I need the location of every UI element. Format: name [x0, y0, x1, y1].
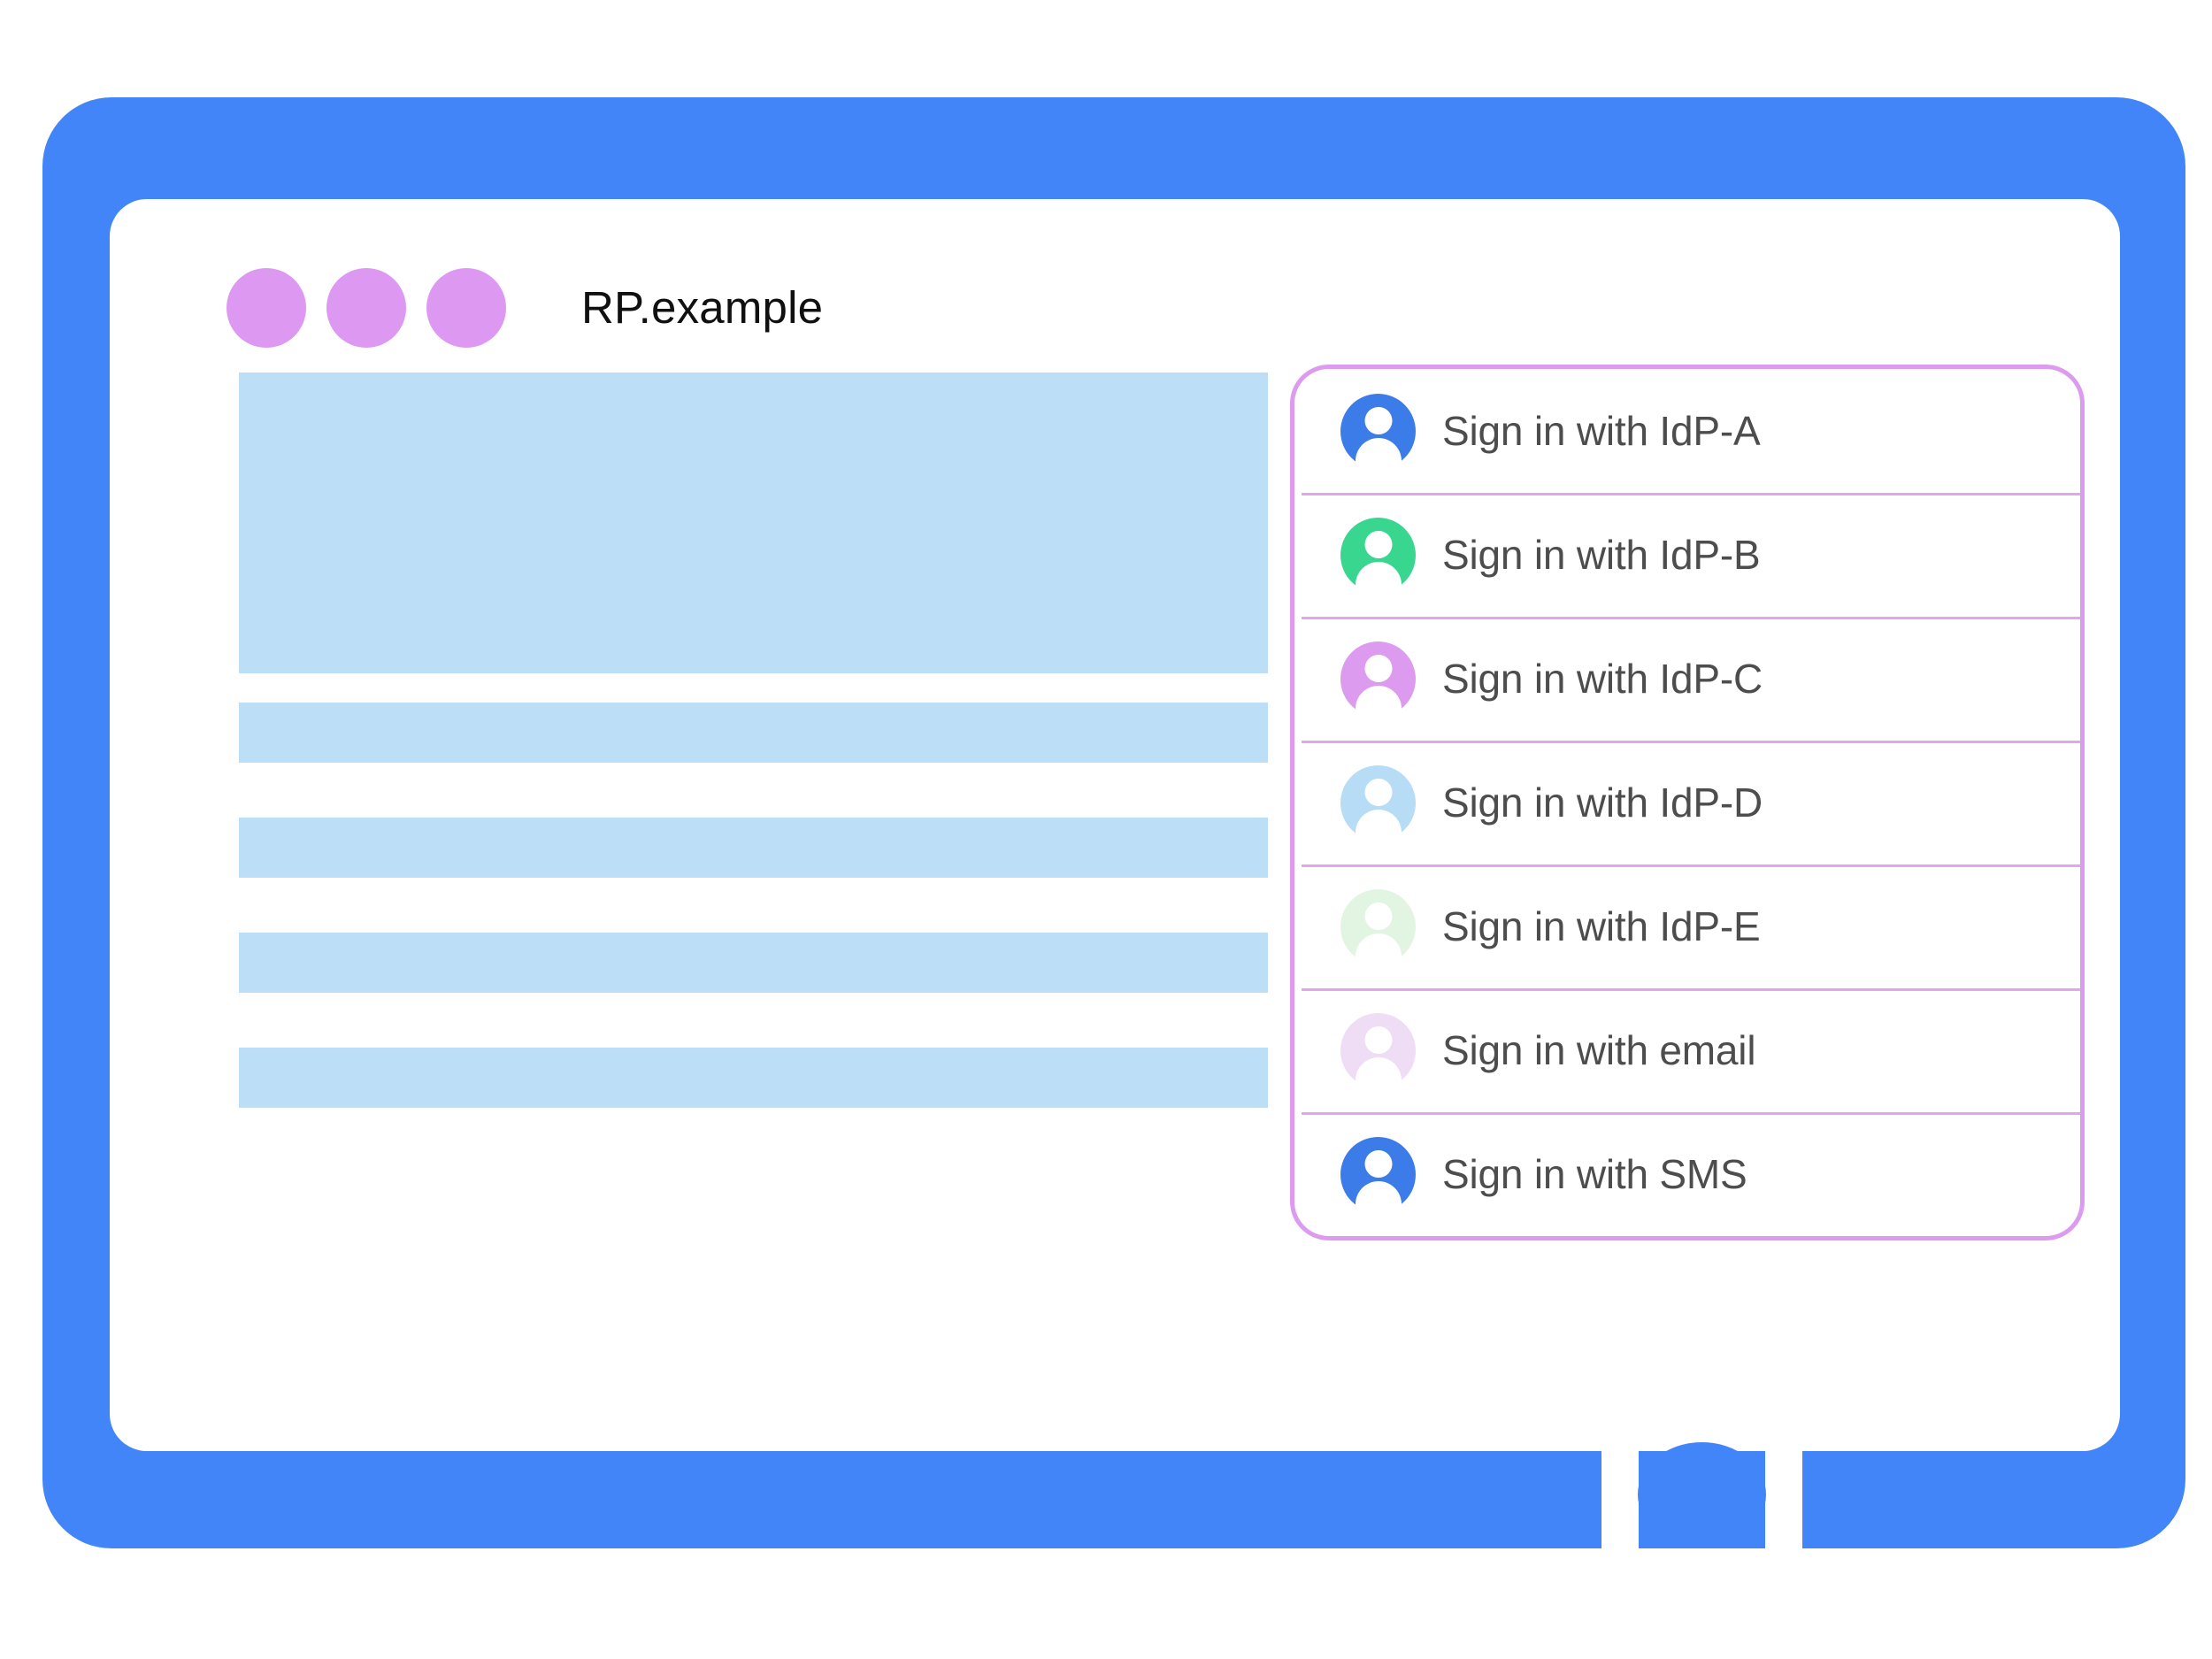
home-button[interactable] — [1638, 1442, 1766, 1547]
account-row-email[interactable]: Sign in with email — [1294, 988, 2080, 1112]
person-avatar-icon — [1340, 888, 1416, 979]
device-frame: RP.example Sign in with IdP-A Sign i — [42, 97, 2185, 1548]
bezel-gap-left — [1601, 1440, 1639, 1548]
content-bar-3 — [239, 933, 1268, 993]
account-row-label: Sign in with IdP-A — [1442, 408, 1761, 454]
account-row-label: Sign in with IdP-C — [1442, 656, 1763, 702]
person-avatar-icon — [1340, 764, 1416, 856]
account-row-label: Sign in with IdP-E — [1442, 903, 1761, 949]
account-row-idp-b[interactable]: Sign in with IdP-B — [1294, 493, 2080, 617]
content-bar-1 — [239, 703, 1268, 763]
person-avatar-icon — [1340, 1136, 1416, 1227]
account-row-sms[interactable]: Sign in with SMS — [1294, 1112, 2080, 1236]
window-dot-2[interactable] — [326, 267, 406, 348]
person-avatar-icon — [1340, 641, 1416, 732]
page-content-placeholders — [239, 373, 1268, 1108]
person-avatar-icon — [1340, 517, 1416, 608]
account-chooser-card: Sign in with IdP-A Sign in with IdP-B Si… — [1290, 365, 2085, 1240]
account-row-idp-e[interactable]: Sign in with IdP-E — [1294, 864, 2080, 988]
account-row-idp-d[interactable]: Sign in with IdP-D — [1294, 741, 2080, 864]
person-avatar-icon — [1340, 1012, 1416, 1103]
device-screen: RP.example Sign in with IdP-A Sign i — [110, 199, 2120, 1451]
account-row-idp-a[interactable]: Sign in with IdP-A — [1294, 369, 2080, 493]
account-row-label: Sign in with IdP-D — [1442, 780, 1763, 826]
person-avatar-icon — [1340, 393, 1416, 484]
content-bar-4 — [239, 1048, 1268, 1108]
bezel-gap-right — [1765, 1440, 1802, 1548]
content-bar-2 — [239, 818, 1268, 878]
page-title: RP.example — [581, 282, 824, 333]
browser-title-row: RP.example — [227, 265, 823, 349]
account-row-label: Sign in with IdP-B — [1442, 532, 1761, 578]
account-row-label: Sign in with SMS — [1442, 1151, 1747, 1197]
window-dot-3[interactable] — [426, 267, 506, 348]
content-hero-block — [239, 373, 1268, 673]
window-dot-1[interactable] — [227, 267, 306, 348]
account-row-idp-c[interactable]: Sign in with IdP-C — [1294, 617, 2080, 741]
account-row-label: Sign in with email — [1442, 1027, 1756, 1073]
